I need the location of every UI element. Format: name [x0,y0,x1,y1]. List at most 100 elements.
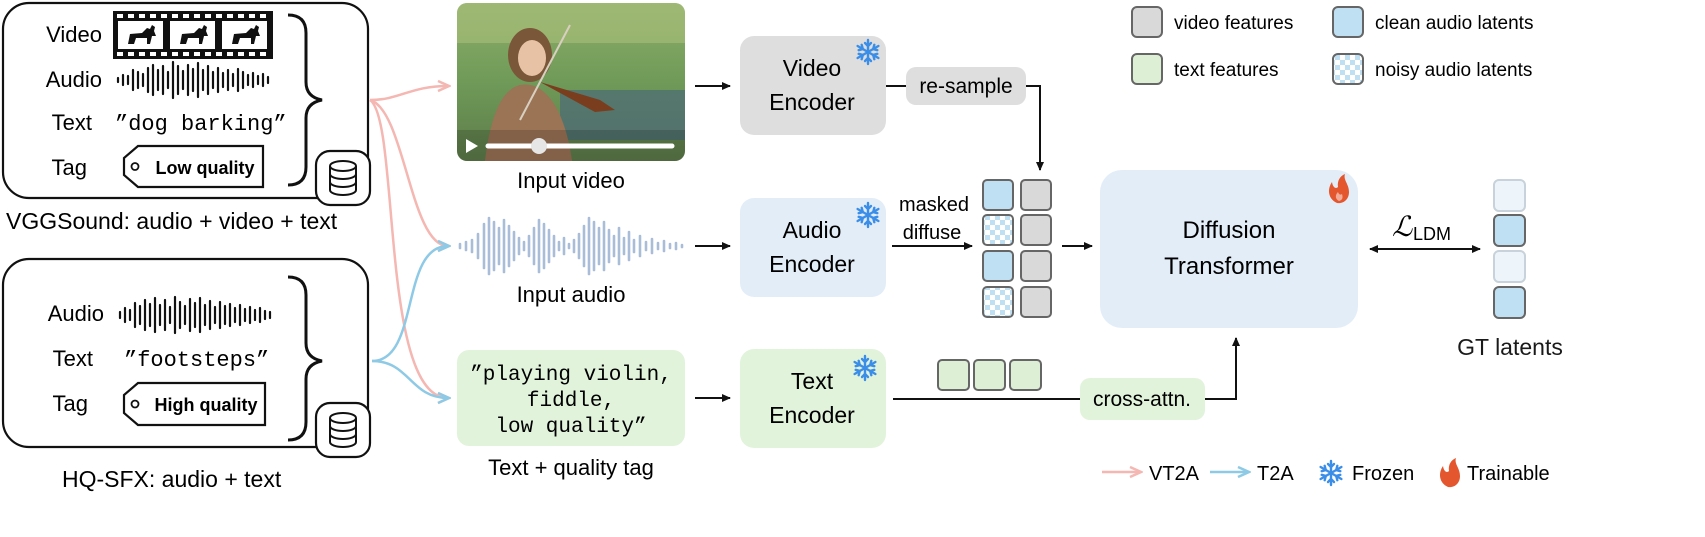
vggsound-video-label: Video [46,22,102,47]
video-encoder-box [740,36,886,135]
diffusion-transformer: Diffusion Transformer [1100,170,1358,328]
vggsound-caption: VGGSound: audio + video + text [6,208,338,234]
gt-latents: GT latents [1457,179,1563,360]
video-progress-handle[interactable] [531,138,547,154]
dit-flame-icon [1329,174,1349,204]
vt2a-route-to-audio [369,98,448,246]
dit-line2: Transformer [1164,253,1294,280]
legend-clean-audio: clean audio latents [1375,13,1533,34]
vt2a-route-to-text [369,98,448,398]
input-audio-caption: Input audio [517,282,626,307]
video-thumbnail [457,3,685,161]
play-icon[interactable] [466,139,478,153]
resample-box [906,67,1026,105]
input-text: ”playing violin, fiddle, low quality” Te… [457,350,685,480]
input-to-encoder-arrows [695,82,731,402]
vggsound-text-value: ”dog barking” [115,112,287,137]
text-encoder-line1: Text [791,368,834,394]
text-prompt-box [457,350,685,446]
text-encoder-box [740,349,886,448]
high-quality-tag-label: High quality [155,395,258,415]
diffuse-label: diffuse [903,222,962,244]
hqsfx-database-icon [314,401,372,459]
resample-label: re-sample [919,75,1012,98]
legend-text-features: text features [1174,60,1279,81]
vggsound-box [1,1,370,200]
vggsound-waveform-icon [116,60,270,100]
audio-encoder: Audio Encoder [740,198,886,297]
dit-line1: Diffusion [1183,217,1276,244]
legend-trainable: Trainable [1467,463,1550,485]
video-encoder-line1: Video [783,55,841,81]
low-quality-tag-label: Low quality [156,158,255,178]
masked-label: masked [899,194,969,216]
hqsfx-text-value: ”footsteps” [124,348,269,373]
legend-vt2a: VT2A [1149,463,1200,485]
routing-arrows [369,86,448,398]
text-prompt-caption: Text + quality tag [488,455,654,480]
audio-encoder-box [740,198,886,297]
video-feature-token [1020,250,1052,282]
input-video: Input video [457,3,685,193]
legend-noisy-swatch [1332,53,1364,85]
masked-diffuse-branch: masked diffuse [892,194,973,250]
cross-attn-box [1080,378,1205,420]
bottom-legend: VT2A T2A Frozen Trainable [1102,458,1550,488]
legend-noisy-audio: noisy audio latents [1375,60,1532,81]
input-video-caption: Input video [517,168,625,193]
noisy-audio-token [982,214,1014,246]
text-feature-tokens [937,359,1042,391]
text-prompt-line2: fiddle, [527,390,615,413]
video-feature-token [1020,214,1052,246]
dit-box [1100,170,1358,328]
vggsound-dataset: Video Audio Text Tag ”dog barking” [1,1,372,234]
vggsound-tag-label: Tag [52,155,87,180]
hqsfx-tag-label: Tag [53,391,88,416]
text-prompt-line1: ”playing violin, [470,364,672,387]
hqsfx-caption: HQ-SFX: audio + text [62,466,282,492]
vggsound-audio-label: Audio [46,67,102,92]
crossattn-to-dit-arrow [1205,337,1240,400]
video-feature-token [1020,179,1052,211]
hqsfx-waveform-icon [118,295,272,335]
cross-attn-op: cross-attn. [1080,378,1205,420]
resample-branch: re-sample [886,67,1044,171]
ldm-loss: ℒ LDM [1369,211,1481,253]
legend-text-swatch [1131,53,1163,85]
audio-encoder-line2: Encoder [769,251,855,277]
legend-frozen: Frozen [1352,463,1414,485]
hqsfx-box [1,257,370,449]
cross-attn-label: cross-attn. [1093,388,1191,411]
video-encoder: Video Encoder [740,36,886,135]
film-strip-icon [113,11,273,59]
noisy-audio-token [982,286,1014,318]
loss-subscript: LDM [1413,224,1451,244]
video-controls[interactable] [466,138,675,154]
hqsfx-text-label: Text [53,346,93,371]
token-grid [982,179,1052,318]
vggsound-text-label: Text [52,110,92,135]
frozen-snowflake-icon [1319,459,1343,487]
high-quality-tag: High quality [122,381,267,427]
hqsfx-audio-label: Audio [48,301,104,326]
vggsound-database-icon [314,149,372,207]
input-audio: Input audio [458,216,684,307]
clean-audio-token [982,250,1014,282]
legend-clean-swatch [1332,6,1364,38]
text-encoder-line2: Encoder [769,402,855,428]
video-feature-token [1020,286,1052,318]
hqsfx-dataset: Audio Text Tag ”footsteps” High quality … [1,257,372,492]
audio-encoder-line1: Audio [783,217,842,243]
loss-symbol: ℒ [1392,211,1413,242]
legend-t2a: T2A [1257,463,1294,485]
gt-latents-label: GT latents [1457,334,1563,360]
hqsfx-brace [287,275,323,442]
text-encoder: Text Encoder [740,349,886,448]
vggsound-brace [287,13,323,187]
legend-video-features: video features [1174,13,1293,34]
trainable-flame-icon [1440,458,1460,488]
legend: video features clean audio latents text … [1131,6,1533,85]
t2a-route-to-audio [371,246,448,363]
legend-video-swatch [1131,6,1163,38]
